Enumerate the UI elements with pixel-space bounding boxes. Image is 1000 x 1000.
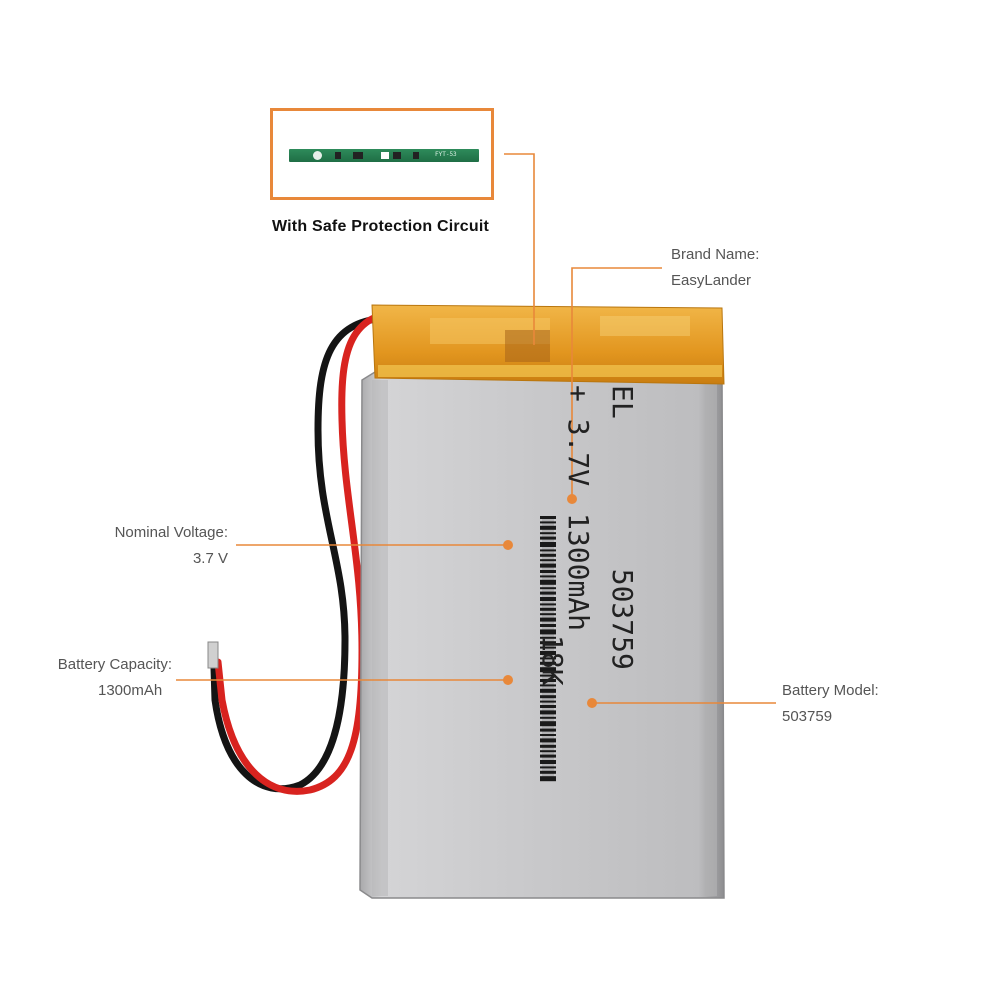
brand-label: Brand Name: EasyLander: [671, 242, 759, 294]
pcb-label: FYT-53: [435, 151, 457, 158]
model-label: Battery Model: 503759: [782, 678, 879, 730]
print-code: 18K: [536, 635, 569, 686]
black-wire: [210, 314, 389, 793]
capacity-value: 1300mAh: [98, 682, 163, 699]
model-title: Battery Model:: [782, 682, 879, 699]
leader-pcb: [504, 153, 535, 345]
dot-voltage: [503, 540, 513, 550]
model-value: 503759: [782, 708, 833, 725]
pcb-caption: With Safe Protection Circuit: [272, 218, 490, 235]
brand-title: Brand Name:: [671, 246, 760, 263]
brand-value: EasyLander: [671, 272, 752, 289]
top-tape: [371, 304, 725, 385]
print-capacity: 1300mAh: [562, 513, 595, 632]
print-plus: +: [562, 385, 595, 402]
print-model: 503759: [606, 568, 639, 670]
battery-print: EL 503759 + 3.7V 1300mAh 18K: [520, 385, 639, 785]
pcb-inset: FYT-53: [270, 108, 494, 200]
red-wire: [214, 308, 409, 795]
voltage-title: Nominal Voltage:: [114, 524, 228, 541]
dot-capacity: [503, 675, 513, 685]
capacity-label: Battery Capacity: 1300mAh: [20, 652, 172, 704]
voltage-label: Nominal Voltage: 3.7 V: [60, 520, 228, 572]
pcb-board: FYT-53: [289, 149, 479, 162]
capacity-title: Battery Capacity:: [57, 656, 172, 673]
print-voltage: 3.7V: [562, 418, 595, 487]
print-logo: EL: [606, 385, 639, 419]
voltage-value: 3.7 V: [192, 550, 228, 567]
